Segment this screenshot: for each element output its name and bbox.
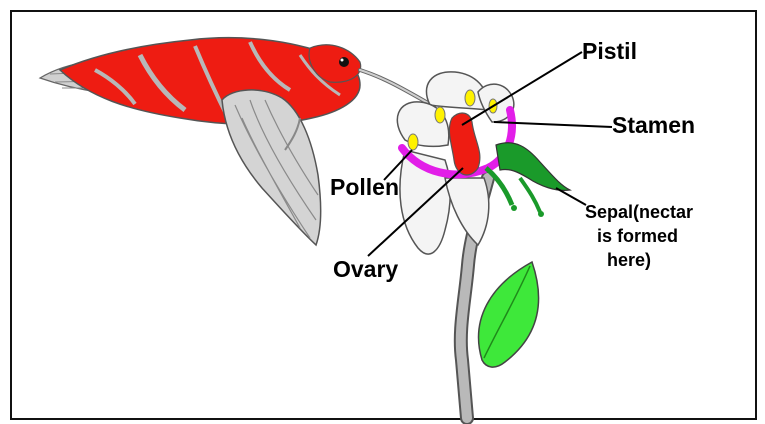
sepal-label-line3: here) [585, 248, 755, 272]
leaf [479, 262, 539, 367]
sepal [496, 143, 570, 191]
pistil-label: Pistil [582, 38, 637, 65]
sepal-label-line2: is formed [585, 224, 755, 248]
ovary-label: Ovary [333, 256, 398, 283]
pollen-label: Pollen [330, 174, 399, 201]
sepal-leader-line [556, 188, 586, 205]
bird-eye [339, 57, 349, 67]
stamen-label: Stamen [612, 112, 695, 139]
pollen-grain [408, 134, 418, 150]
sepal-label-line1: Sepal(nectar [585, 202, 693, 222]
sepal-label: Sepal(nectar is formed here) [585, 200, 755, 272]
pollen-grain [435, 107, 445, 123]
hummingbird [40, 38, 428, 245]
pollen-grain [465, 90, 475, 106]
